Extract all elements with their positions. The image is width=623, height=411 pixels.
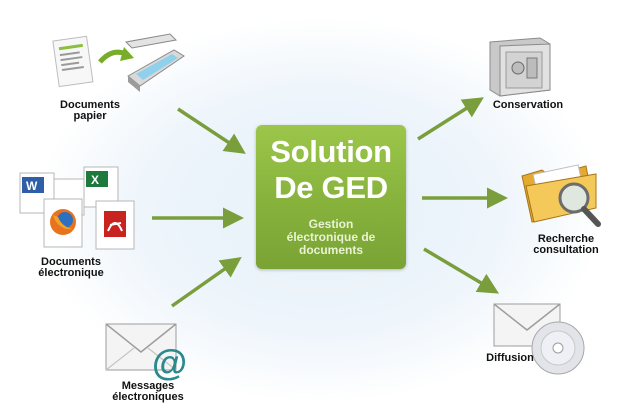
electronic-messages-line2: électroniques xyxy=(112,391,184,403)
electronic-documents-label: Documents électronique xyxy=(30,257,112,279)
electronic-messages-line1: Messages xyxy=(121,380,175,392)
search-consultation-line2: consultation xyxy=(533,244,599,256)
ged-title-line1: Solution xyxy=(270,134,392,169)
electronic-messages-label: Messages électroniques xyxy=(100,381,196,403)
electronic-documents-line1: Documents xyxy=(41,256,101,268)
email-envelope-icon: @ xyxy=(105,323,187,382)
ged-title: Solution De GED xyxy=(256,134,406,206)
ged-solution-box: Solution De GED Gestion électronique de … xyxy=(256,125,406,269)
arrow-center-to-conservation xyxy=(417,97,484,141)
at-sign-icon: @ xyxy=(152,342,187,382)
arrow-center-to-diffusion xyxy=(423,247,500,294)
ged-subtitle-line3: documents xyxy=(298,243,363,257)
svg-text:X: X xyxy=(91,173,99,187)
paper-documents-line2: papier xyxy=(73,110,107,122)
arrow-messages-to-center xyxy=(170,256,242,308)
folder-search-icon xyxy=(521,164,601,227)
diffusion-icon xyxy=(493,303,585,375)
electronic-documents-line2: électronique xyxy=(38,267,104,279)
ged-subtitle-line1: Gestion xyxy=(308,217,354,231)
scanner-icon xyxy=(52,33,185,92)
arrow-paper-to-center xyxy=(177,107,246,154)
ged-subtitle: Gestion électronique de documents xyxy=(256,218,406,257)
search-consultation-line1: Recherche xyxy=(537,233,595,245)
ged-subtitle-line2: électronique de xyxy=(286,230,376,244)
search-consultation-label: Recherche consultation xyxy=(524,234,608,256)
paper-documents-label: Documents papier xyxy=(50,100,130,122)
diffusion-label: Diffusion xyxy=(486,352,534,364)
file-documents-icon: W X xyxy=(19,166,135,250)
conservation-label: Conservation xyxy=(492,99,564,111)
paper-documents-line1: Documents xyxy=(60,99,120,111)
safe-icon xyxy=(489,37,551,97)
ged-title-line2: De GED xyxy=(274,170,388,205)
svg-text:W: W xyxy=(26,179,38,193)
